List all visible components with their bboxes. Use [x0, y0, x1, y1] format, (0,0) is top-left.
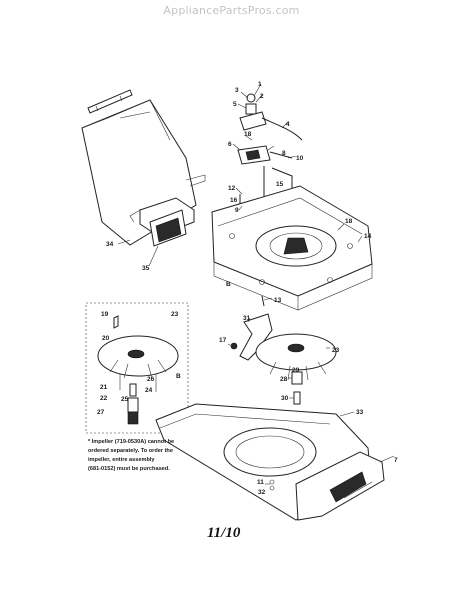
- callout-4: 4: [286, 121, 290, 128]
- callout-22: 22: [100, 395, 108, 402]
- page-number: 11/10: [207, 525, 241, 541]
- callout-23: 23: [171, 311, 179, 318]
- control-assembly: [237, 93, 303, 210]
- callout-19: 19: [101, 311, 109, 318]
- callout-15: 15: [276, 181, 284, 188]
- note-line-4: (681-0152) must be purchased.: [88, 466, 170, 472]
- callout-34: 34: [106, 241, 114, 248]
- callout-13: 13: [274, 297, 282, 304]
- callout-33: 33: [356, 409, 364, 416]
- deck-housing: [211, 185, 373, 311]
- callout-35: 35: [142, 265, 150, 272]
- watermark: AppliancePartsPros.com: [163, 4, 300, 17]
- part-callouts: 1 2 3 4 5 6 7 8 9 10 11 12 13 14 15 16 1…: [97, 81, 398, 496]
- callout-16: 16: [230, 197, 238, 204]
- impeller-note: * Impeller (719-0530A) cannot be ordered…: [88, 439, 174, 472]
- callout-18b: 18: [345, 218, 353, 225]
- callout-B: B: [226, 281, 231, 288]
- callout-29: 29: [292, 367, 300, 374]
- callout-B-detail: B: [176, 373, 181, 380]
- callout-7: 7: [394, 457, 398, 464]
- callout-10: 10: [296, 155, 304, 162]
- callout-23b: 23: [332, 347, 340, 354]
- callout-12: 12: [228, 185, 236, 192]
- callout-8: 8: [282, 150, 286, 157]
- callout-1: 1: [258, 81, 262, 88]
- callout-30: 30: [281, 395, 289, 402]
- callout-6: 6: [228, 141, 232, 148]
- callout-26: 26: [147, 376, 155, 383]
- callout-27: 27: [97, 409, 105, 416]
- callout-31: 31: [243, 315, 251, 322]
- callout-32: 32: [258, 489, 266, 496]
- note-line-1: * Impeller (719-0530A) cannot be: [88, 439, 174, 445]
- callout-28: 28: [280, 376, 288, 383]
- callout-2: 2: [260, 93, 264, 100]
- callout-24: 24: [145, 387, 153, 394]
- collection-bag: [81, 89, 206, 247]
- callout-25: 25: [121, 396, 129, 403]
- callout-18: 18: [244, 131, 252, 138]
- lower-impeller-assembly: [230, 313, 337, 405]
- callout-20: 20: [102, 335, 110, 342]
- impeller-detail-box: [85, 302, 189, 434]
- note-line-2: ordered separately. To order the: [88, 448, 173, 454]
- callout-17: 17: [219, 337, 227, 344]
- callout-9: 9: [235, 207, 239, 214]
- callout-11: 11: [257, 479, 264, 486]
- callout-21: 21: [100, 384, 108, 391]
- callout-3: 3: [235, 87, 239, 94]
- note-line-3: impeller, entire assembly: [88, 457, 155, 463]
- leader-lines: [117, 83, 395, 485]
- blower-housing: [155, 403, 385, 521]
- callout-14: 14: [364, 233, 372, 240]
- callout-5: 5: [233, 101, 237, 108]
